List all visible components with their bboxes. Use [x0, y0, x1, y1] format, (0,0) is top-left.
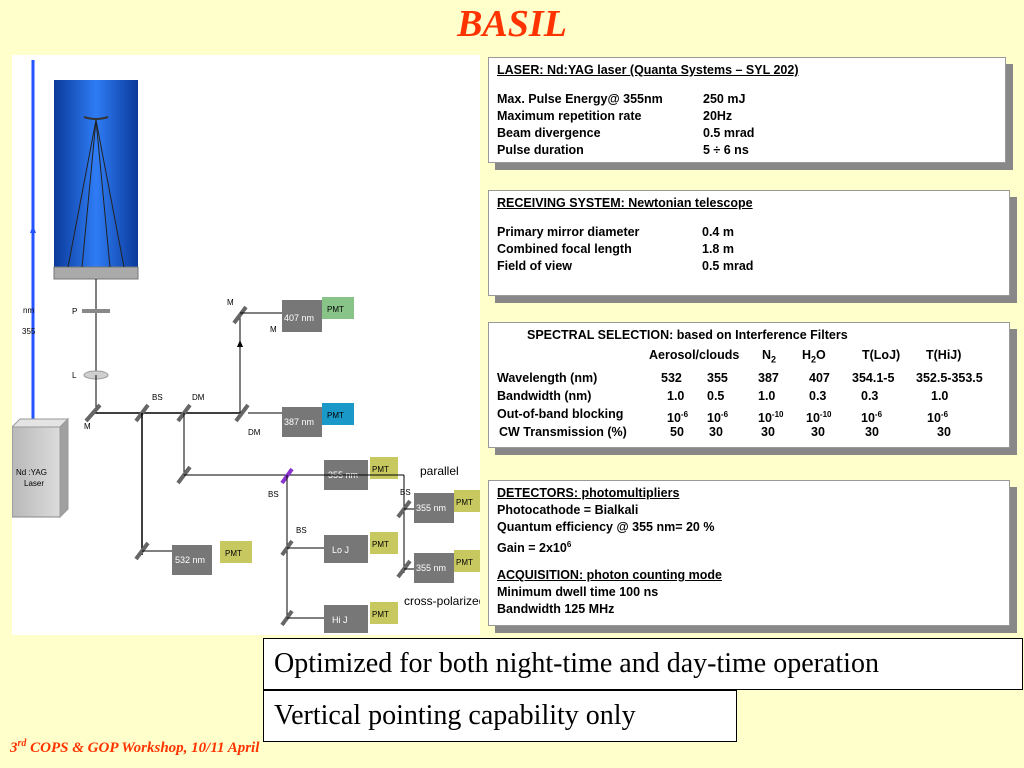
spectral-row-blocking: Out-of-band blocking 10-6 10-6 10-10 10-…	[497, 407, 949, 426]
detector-hij-label: Hi J	[332, 615, 348, 625]
label-BS-3: BS	[296, 526, 307, 535]
pmt-355-c	[454, 550, 480, 572]
detectors-gain: Gain = 2x106	[497, 540, 572, 556]
label-BS-2: BS	[268, 490, 279, 499]
pmt-loj	[370, 532, 398, 554]
detector-355-b	[414, 493, 454, 523]
beam-arrow-icon	[30, 225, 36, 233]
detectors-photocathode: Photocathode = Bialkali	[497, 503, 639, 517]
svg-text:PMT: PMT	[225, 549, 242, 558]
label-M: M	[84, 422, 91, 431]
laser-info-box: LASER: Nd:YAG laser (Quanta Systems – SY…	[488, 57, 1006, 163]
spectral-row-bandwidth: Bandwidth (nm) 1.0 0.5 1.0 0.3 0.3 1.0	[497, 389, 949, 403]
receiving-heading: RECEIVING SYSTEM: Newtonian telescope	[497, 196, 753, 210]
telescope-tube	[54, 80, 138, 270]
pmt-hij	[370, 602, 398, 624]
detector-355-c-label: 355 nm	[416, 563, 446, 573]
detector-loj	[324, 535, 368, 563]
laser-heading: LASER: Nd:YAG laser (Quanta Systems – SY…	[497, 63, 799, 77]
pmt-532	[220, 541, 252, 563]
detectors-efficiency: Quantum efficiency @ 355 nm= 20 %	[497, 520, 715, 534]
detector-355-c	[414, 553, 454, 583]
detector-loj-label: Lo J	[332, 545, 349, 555]
optimized-banner: Optimized for both night-time and day-ti…	[263, 638, 1023, 690]
detectors-heading: DETECTORS: photomultipliers	[497, 486, 680, 500]
spectral-heading: SPECTRAL SELECTION: based on Interferenc…	[527, 328, 848, 342]
detector-532-label: 532 nm	[175, 555, 205, 565]
schematic-svg: nm 355 Nd :YAG Laser P L M BS DM DM	[10, 60, 485, 633]
label-nm: nm	[23, 306, 34, 315]
footer-workshop: 3rd COPS & GOP Workshop, 10/11 April	[10, 738, 260, 756]
vertical-pointing-banner: Vertical pointing capability only	[263, 690, 737, 742]
svg-text:PMT: PMT	[327, 411, 344, 420]
svg-text:PMT: PMT	[327, 305, 344, 314]
svg-text:PMT: PMT	[372, 465, 389, 474]
label-parallel: parallel	[420, 464, 459, 478]
detector-532	[172, 545, 212, 575]
pmt-407	[322, 297, 354, 319]
label-cross-polarized: cross-polarized	[404, 594, 480, 608]
spectral-info-box: SPECTRAL SELECTION: based on Interferenc…	[488, 322, 1010, 448]
svg-text:PMT: PMT	[456, 558, 473, 567]
label-P: P	[72, 307, 77, 316]
acquisition-heading: ACQUISITION: photon counting mode	[497, 568, 722, 583]
page-title: BASIL	[457, 3, 567, 45]
spectral-row-wavelength: Wavelength (nm) 532 355 387 407 354.1-5 …	[497, 371, 983, 385]
svg-text:PMT: PMT	[456, 498, 473, 507]
detector-355-b-label: 355 nm	[416, 503, 446, 513]
laser-label-2: Laser	[24, 479, 44, 488]
acquisition-bandwidth: Bandwidth 125 MHz	[497, 602, 615, 617]
pmt-355-b	[454, 490, 480, 512]
label-BS-4: BS	[400, 488, 411, 497]
spectral-row-transmission: CW Transmission (%) 50 30 30 30 30 30	[499, 425, 951, 439]
detector-387-label: 387 nm	[284, 417, 314, 427]
receiving-info-box: RECEIVING SYSTEM: Newtonian telescope Pr…	[488, 190, 1010, 296]
pmt-355-a	[370, 457, 398, 479]
svg-text:PMT: PMT	[372, 540, 389, 549]
svg-text:PMT: PMT	[372, 610, 389, 619]
label-BS: BS	[152, 393, 163, 402]
detector-387	[282, 407, 322, 437]
pmt-387	[322, 403, 354, 425]
label-M-2: M	[227, 298, 234, 307]
optical-schematic: nm 355 Nd :YAG Laser P L M BS DM DM	[10, 55, 485, 635]
label-M-3: M	[270, 325, 277, 334]
spectral-column-headers: Aerosol/clouds N2 H2O T(LoJ) T(HiJ)	[649, 348, 962, 365]
label-L: L	[72, 371, 77, 380]
detectors-info-box: DETECTORS: photomultipliers Photocathode…	[488, 480, 1010, 626]
detector-407-label: 407 nm	[284, 313, 314, 323]
acquisition-dwell: Minimum dwell time 100 ns	[497, 585, 659, 600]
detector-407	[282, 300, 322, 332]
label-DM-2: DM	[248, 428, 261, 437]
laser-label-1: Nd :YAG	[16, 468, 47, 477]
label-355: 355	[22, 327, 36, 336]
label-DM: DM	[192, 393, 205, 402]
detector-hij	[324, 605, 368, 633]
